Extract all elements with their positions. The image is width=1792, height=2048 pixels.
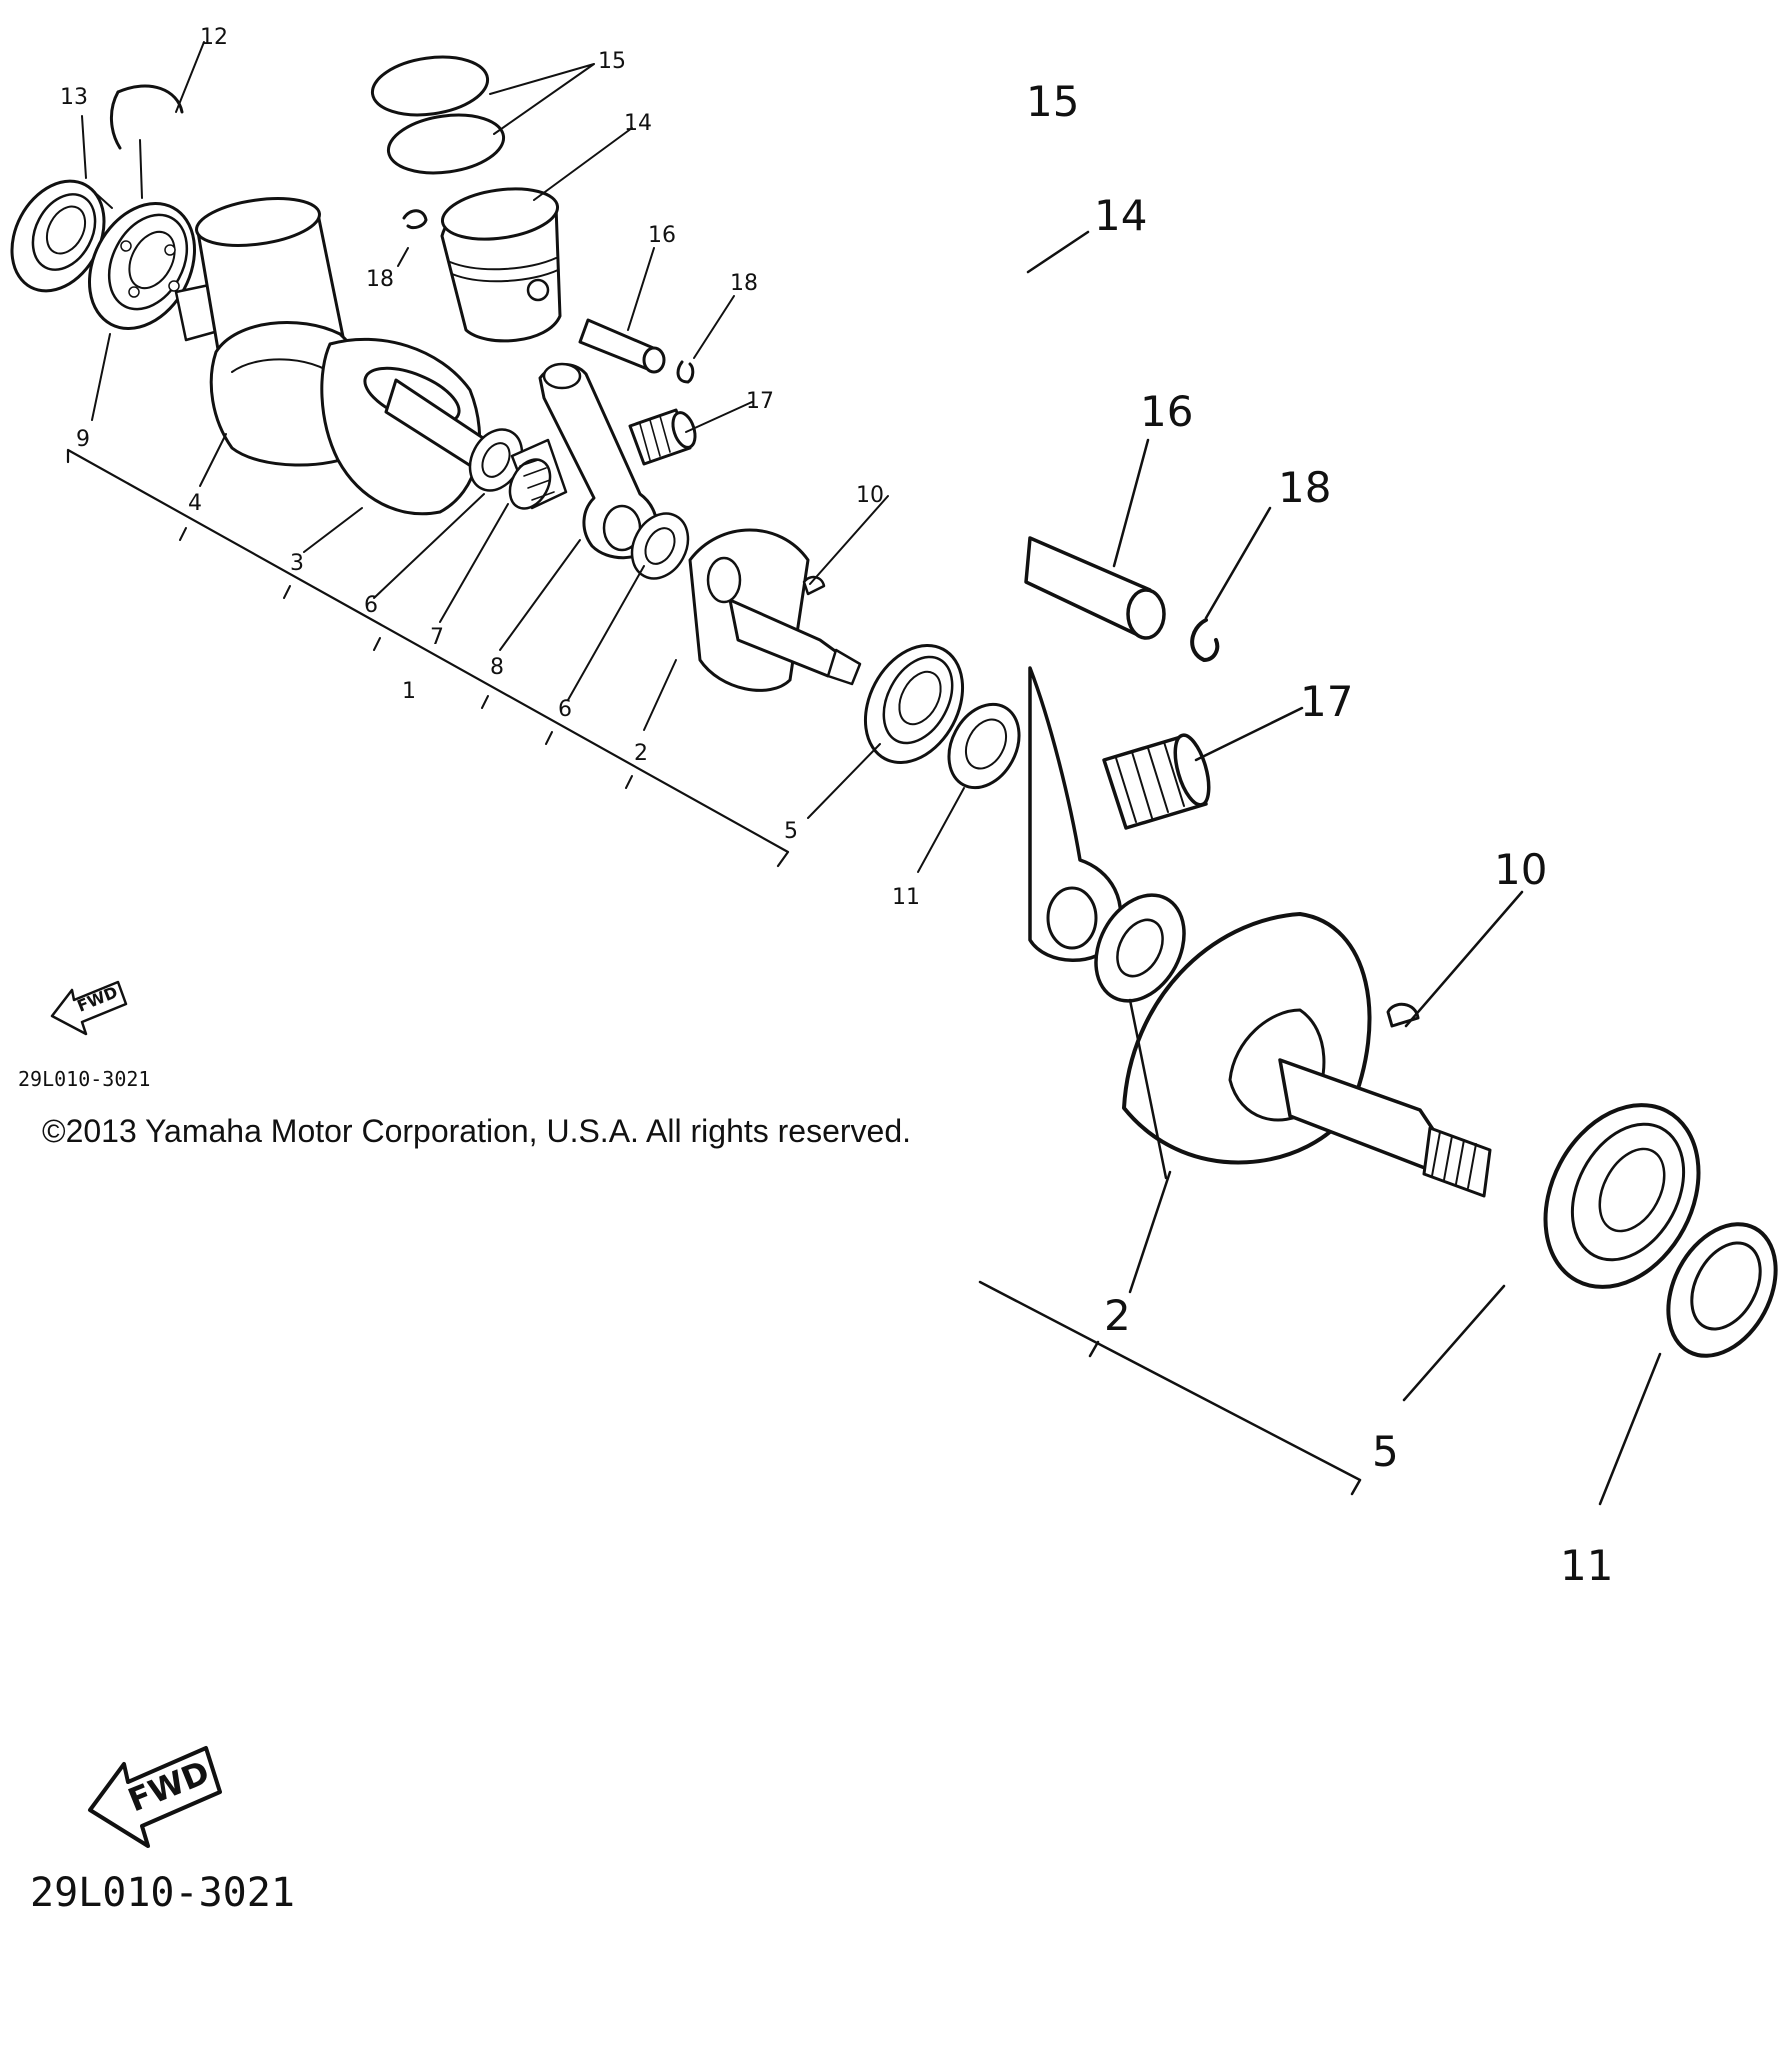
pin-circlip-18b [676, 360, 695, 384]
label-7: 7 [430, 625, 444, 650]
label-9: 9 [76, 427, 90, 452]
zoom-woodruff-key-10 [1386, 1002, 1420, 1028]
label-12: 12 [200, 25, 228, 50]
zoom-shaft-thread [1422, 1126, 1492, 1198]
label-2: 2 [634, 741, 648, 766]
label-6b: 6 [558, 697, 572, 722]
washer-6b [630, 512, 690, 580]
copyright-text: ©2013 Yamaha Motor Corporation, U.S.A. A… [42, 1113, 912, 1149]
zoom-conrod [1028, 666, 1123, 962]
label-14: 14 [624, 111, 652, 136]
assembly-bracket [66, 448, 790, 868]
oil-seal-11 [947, 702, 1021, 790]
label-8: 8 [490, 655, 504, 680]
piston-pin-16 [578, 318, 666, 374]
crank-half-2 [688, 528, 862, 692]
zoom-label-18: 18 [1278, 463, 1331, 512]
label-13: 13 [60, 85, 88, 110]
part-labels-main: 12 13 15 14 18 16 18 17 10 9 4 3 6 7 1 8… [60, 25, 920, 910]
label-5: 5 [784, 819, 798, 844]
woodruff-key-10 [802, 575, 826, 596]
fwd-arrow-large: FWD [88, 1746, 222, 1848]
zoom-label-17: 17 [1300, 677, 1353, 726]
piston-rings-15 [370, 55, 506, 175]
zoom-pin-end [1126, 588, 1166, 640]
connecting-rod-8 [538, 362, 659, 560]
label-18a: 18 [366, 267, 394, 292]
zoom-circlip-18 [1190, 618, 1220, 662]
label-16: 16 [648, 223, 676, 248]
zoom-label-5: 5 [1372, 1427, 1399, 1476]
label-10: 10 [856, 483, 884, 508]
zoom-label-2: 2 [1104, 1291, 1131, 1340]
piston-14 [440, 187, 562, 343]
leader-lines-main [81, 41, 965, 873]
label-3: 3 [290, 551, 304, 576]
bearing-9 [87, 202, 197, 330]
label-11: 11 [892, 885, 920, 910]
fwd-arrow-small: FWD [50, 980, 128, 1036]
zoom-label-11: 11 [1560, 1541, 1613, 1590]
label-6a: 6 [364, 593, 378, 618]
label-15: 15 [598, 49, 626, 74]
small-end-bearing-17 [628, 408, 697, 466]
pin-circlip-18a [402, 209, 428, 230]
diagram-code-large: 29L010-3021 [30, 1870, 295, 1916]
zoom-label-15: 15 [1026, 77, 1079, 126]
label-18b: 18 [730, 271, 758, 296]
zoom-label-16: 16 [1140, 387, 1193, 436]
zoom-label-10: 10 [1494, 845, 1547, 894]
needle-bearing-7 [508, 438, 568, 510]
oil-seal-13 [10, 179, 119, 293]
label-1: 1 [402, 679, 416, 704]
crank-flywheel-3 [320, 337, 488, 516]
zoom-view [978, 230, 1778, 1506]
zoom-label-14: 14 [1094, 191, 1147, 240]
label-17: 17 [746, 389, 774, 414]
circlip-12 [110, 84, 184, 150]
bearing-5 [863, 643, 965, 765]
diagram-code-small: 29L010-3021 [18, 1067, 150, 1091]
part-labels-zoom: 15 14 16 18 17 10 2 5 11 [1026, 77, 1613, 1590]
label-4: 4 [188, 491, 202, 516]
